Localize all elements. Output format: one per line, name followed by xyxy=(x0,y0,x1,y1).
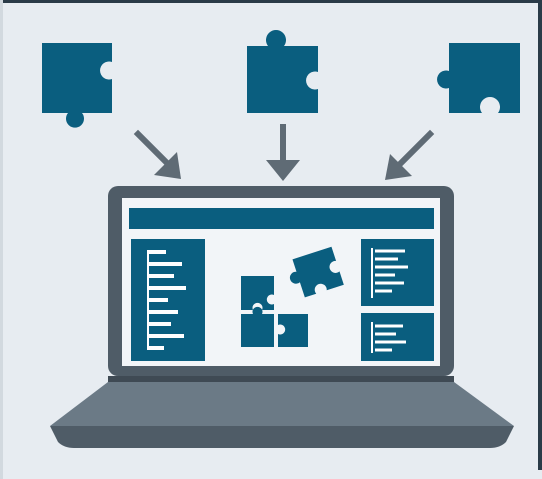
laptop-hinge xyxy=(108,376,454,382)
laptop-base-edge xyxy=(50,426,514,448)
puzzle-piece-icon xyxy=(289,246,344,298)
puzzle-cluster xyxy=(241,246,344,347)
laptop-keyboard-deck xyxy=(50,382,514,426)
puzzle-piece-icon xyxy=(42,43,112,128)
left-panel-lines xyxy=(149,250,186,350)
puzzle-piece-icon xyxy=(247,29,318,114)
right-lower-panel xyxy=(361,313,434,361)
top-edge xyxy=(0,0,542,3)
puzzle-piece-icon xyxy=(437,43,520,113)
document-lines-icon xyxy=(131,239,205,361)
left-edge xyxy=(0,0,3,479)
puzzle-piece-icon xyxy=(278,314,308,347)
document-lines-icon xyxy=(361,313,434,361)
arrow-down-right-icon xyxy=(133,129,181,179)
arrow-down-icon xyxy=(266,124,300,181)
arrow-down-left-icon xyxy=(385,129,435,180)
document-lines-icon xyxy=(361,239,434,306)
puzzle-piece-icon xyxy=(241,276,274,310)
screen-header-bar xyxy=(129,208,434,229)
puzzle-piece-icon xyxy=(241,306,274,347)
right-edge xyxy=(538,0,542,470)
